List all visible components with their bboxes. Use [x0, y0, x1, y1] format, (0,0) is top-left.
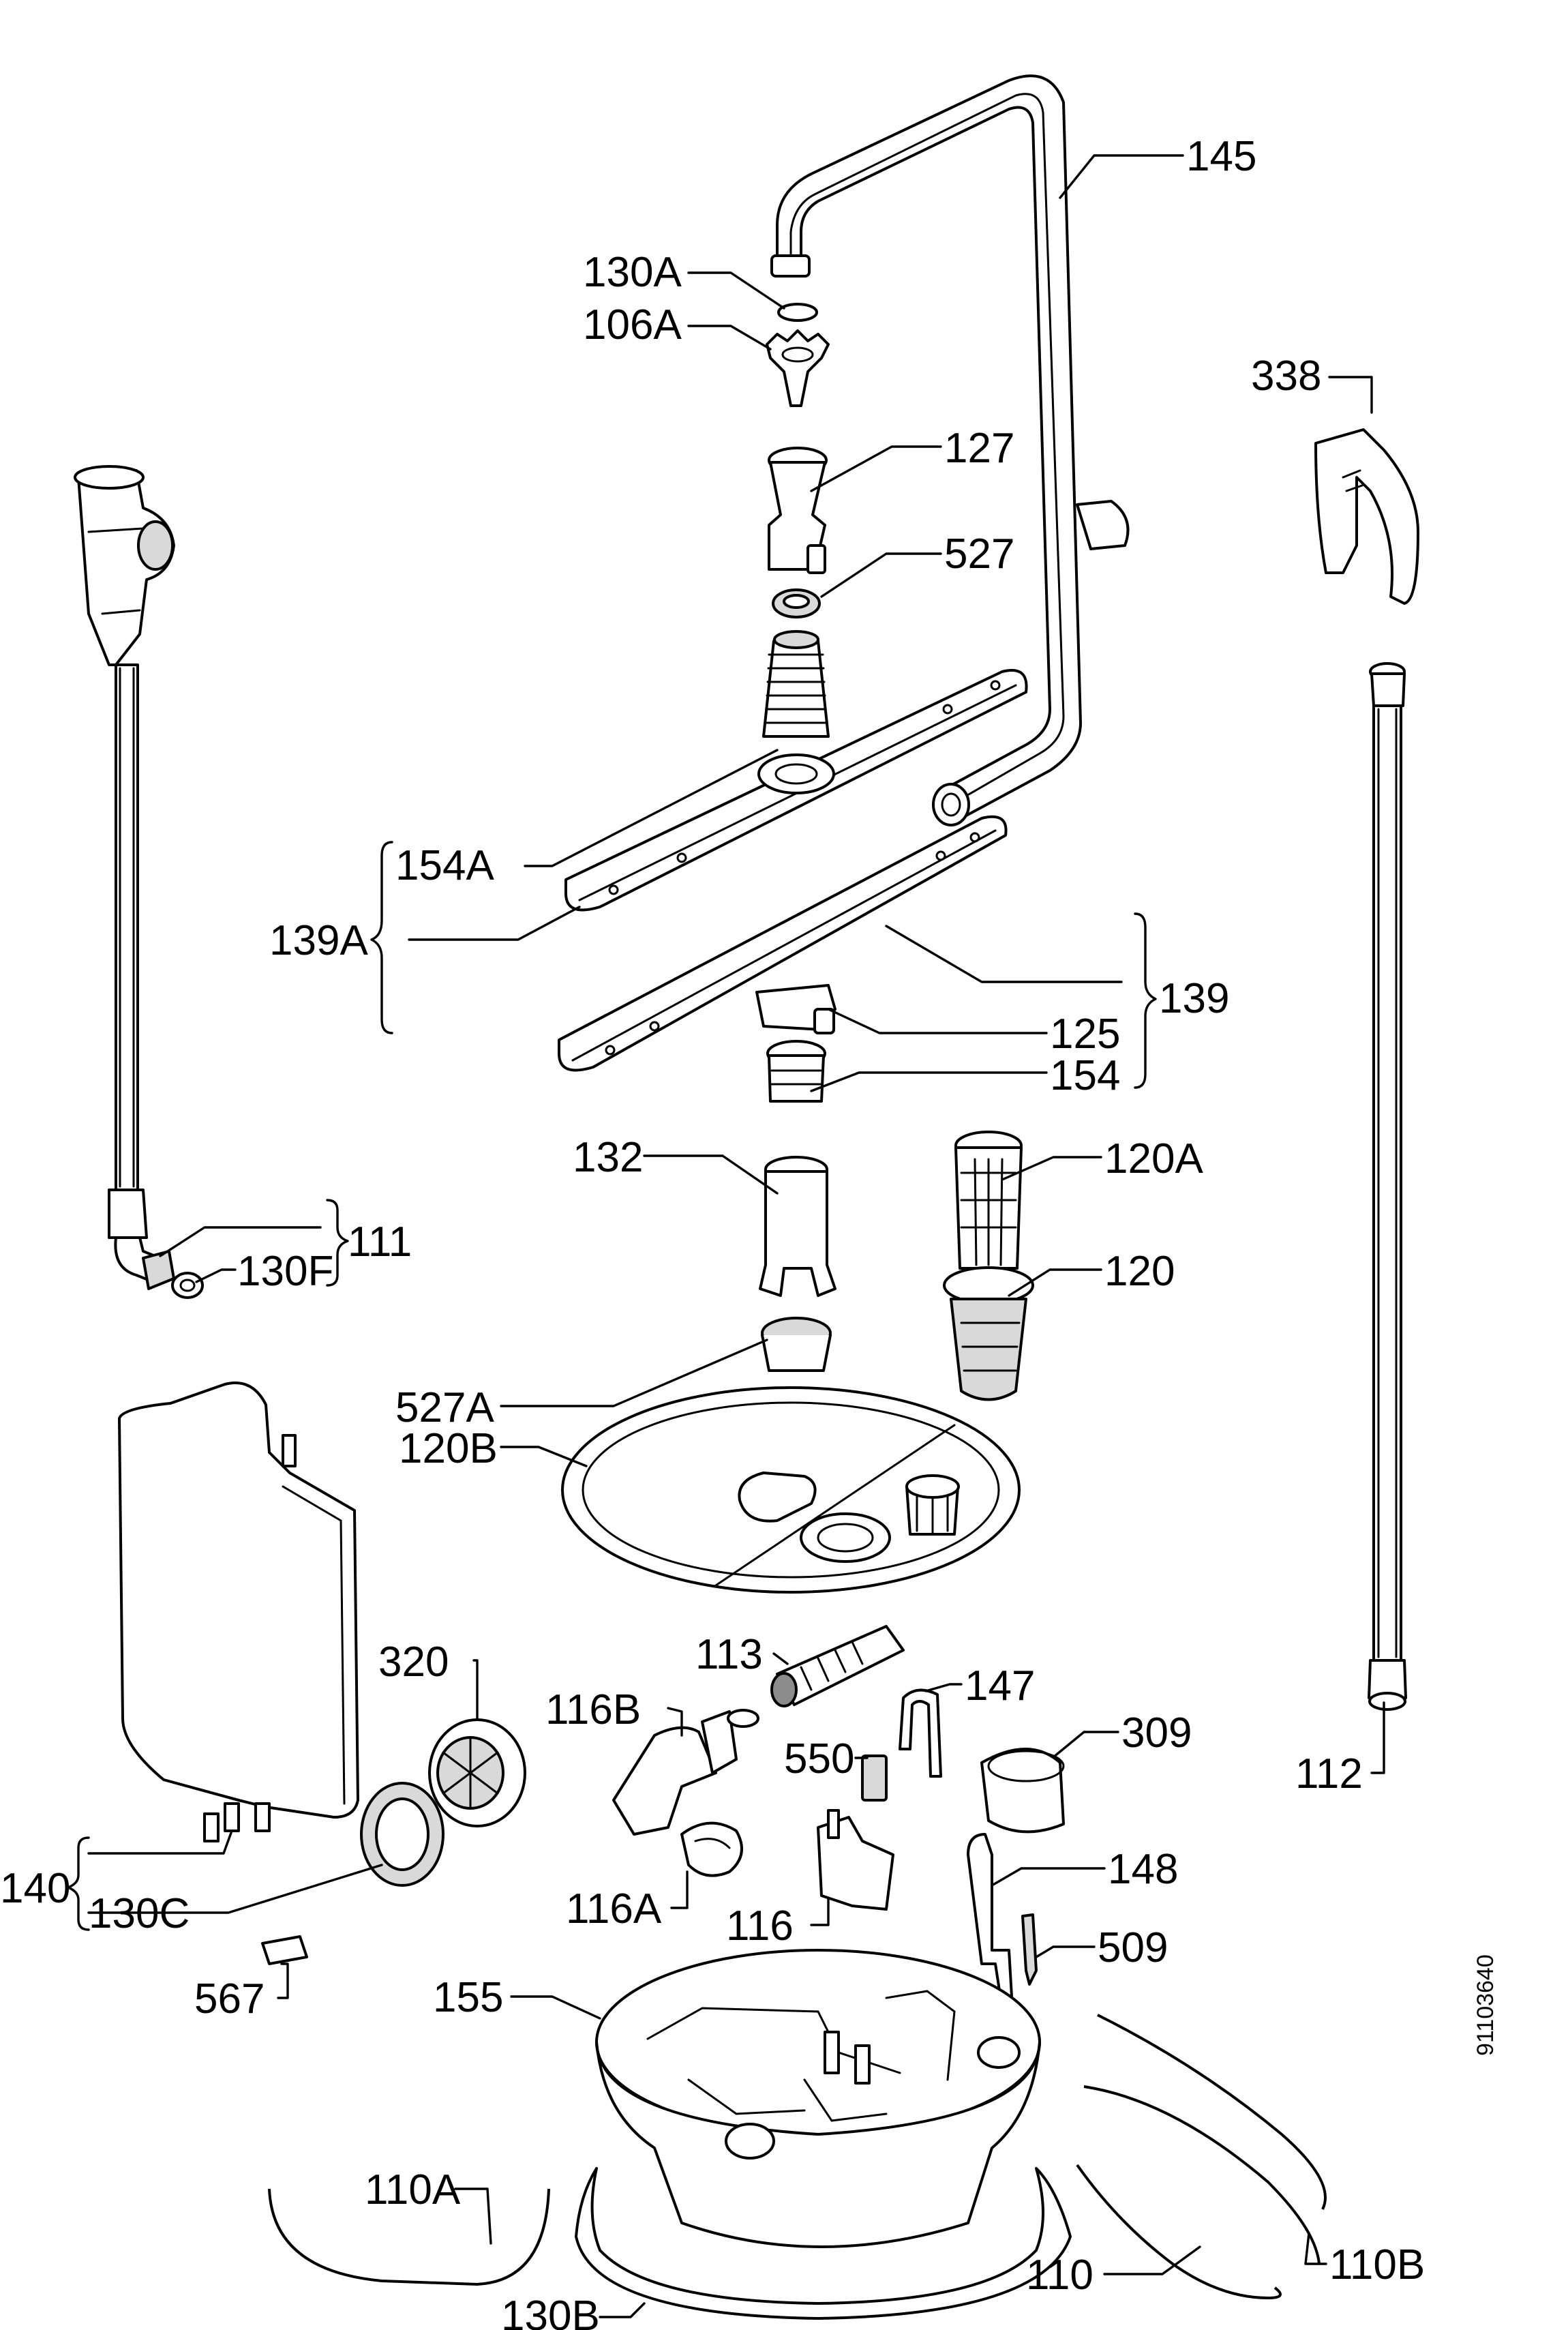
part-111-inlet-hose	[74, 465, 204, 1299]
label-130a: 130A	[583, 249, 682, 296]
part-509-pin	[1021, 1913, 1038, 1986]
label-116b: 116B	[545, 1686, 641, 1733]
part-116a-valve-flap	[680, 1821, 743, 1877]
part-116-valve-lower	[817, 1809, 894, 1911]
part-139-lower-spray-arm	[558, 815, 1008, 1072]
label-154: 154	[1050, 1052, 1120, 1099]
part-154a-upper-spray-arm	[564, 630, 1028, 912]
label-509: 509	[1098, 1924, 1168, 1971]
part-116b-valve-upper	[612, 1709, 759, 1836]
label-130b: 130B	[501, 2292, 600, 2330]
label-111: 111	[348, 1219, 412, 1266]
part-112-drain-hose	[1368, 662, 1407, 1711]
part-130c-cap-seal	[360, 1782, 444, 1887]
label-139a: 139A	[269, 917, 368, 964]
part-125-arm-clip	[755, 984, 836, 1034]
label-309: 309	[1121, 1709, 1192, 1757]
label-145: 145	[1186, 133, 1256, 180]
part-110a-hose	[268, 2188, 550, 2286]
label-110a: 110A	[365, 2166, 461, 2213]
label-550: 550	[784, 1735, 854, 1782]
label-567: 567	[194, 1975, 265, 2022]
label-154a: 154A	[395, 842, 494, 889]
label-155: 155	[433, 1974, 503, 2021]
part-155-sump	[595, 1949, 1041, 2248]
part-127-pipe-coupling	[768, 447, 828, 574]
part-120a-micro-filter	[954, 1131, 1023, 1270]
label-130c: 130C	[89, 1890, 190, 1937]
label-112: 112	[1295, 1750, 1363, 1797]
part-527a-collar	[761, 1317, 832, 1372]
part-140-water-softener	[118, 1381, 359, 1842]
label-139: 139	[1159, 975, 1229, 1022]
part-120-coarse-filter	[943, 1266, 1034, 1401]
label-527a: 527A	[395, 1384, 494, 1431]
label-132: 132	[573, 1134, 643, 1181]
part-113-sleeve	[770, 1625, 905, 1707]
label-110: 110	[1026, 2252, 1094, 2299]
part-567-clip	[261, 1935, 308, 1965]
part-145-upper-spray-pipe	[770, 74, 1130, 826]
label-338: 338	[1251, 353, 1321, 400]
part-120b-filter-plate	[561, 1386, 1021, 1594]
part-labels: 145 130A 106A 338 127 527 154A 139A 139 …	[0, 133, 1425, 2330]
label-116: 116	[726, 1902, 794, 1950]
label-113: 113	[695, 1631, 763, 1678]
label-147: 147	[965, 1662, 1035, 1709]
label-120b: 120B	[399, 1425, 498, 1472]
part-110b-hose	[1083, 2014, 1327, 2265]
label-127: 127	[944, 425, 1014, 472]
part-106a-nut	[766, 329, 830, 407]
part-132-guide-sleeve	[759, 1156, 836, 1297]
part-527-ring	[772, 588, 821, 618]
label-120: 120	[1104, 1248, 1175, 1295]
label-125: 125	[1050, 1011, 1120, 1058]
label-320: 320	[378, 1639, 449, 1686]
part-130b-sump-seal	[575, 2167, 1072, 2320]
leader-lines	[67, 154, 1385, 2318]
label-120a: 120A	[1104, 1135, 1203, 1182]
part-130a-seal-ring	[777, 303, 818, 322]
label-148: 148	[1108, 1846, 1178, 1893]
label-527: 527	[944, 531, 1014, 578]
part-338-hose-clip	[1314, 428, 1419, 605]
drawing-number: 91103640	[1473, 1954, 1498, 2056]
label-130f: 130F	[237, 1248, 333, 1295]
label-106a: 106A	[583, 301, 682, 348]
part-320-salt-cap	[428, 1718, 526, 1827]
part-550-magnet	[861, 1754, 888, 1802]
part-154-arm-bearing	[766, 1040, 826, 1103]
label-110b: 110B	[1329, 2241, 1425, 2288]
label-140: 140	[0, 1865, 70, 1912]
part-309-cap	[980, 1748, 1065, 1834]
part-147-bracket	[899, 1688, 942, 1778]
label-116a: 116A	[566, 1885, 662, 1932]
part-110-hose	[1076, 2164, 1282, 2300]
